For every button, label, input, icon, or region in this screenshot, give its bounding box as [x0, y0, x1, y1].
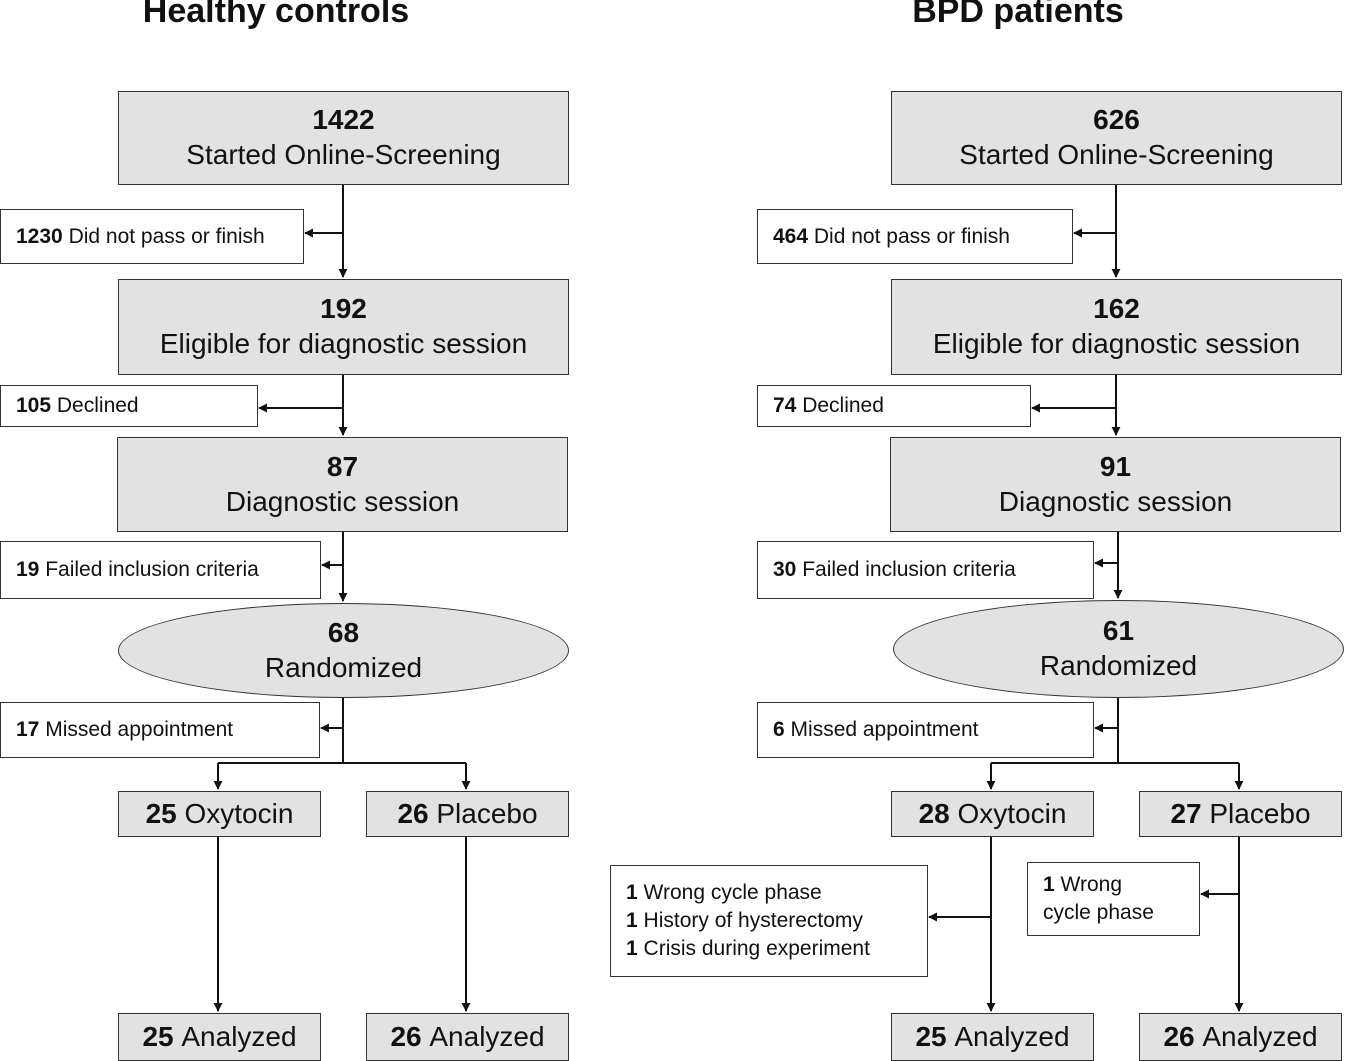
left-failed-label: Failed inclusion criteria: [45, 558, 259, 581]
right-diagnostic-label: Diagnostic session: [998, 485, 1233, 517]
right-randomized-ellipse: 61 Randomized: [893, 600, 1344, 698]
left-eligible-label: Eligible for diagnostic session: [159, 328, 528, 359]
left-missed-label: Missed appointment: [45, 718, 234, 741]
left-declined-label: Declined: [56, 394, 139, 417]
right-column-title: BPD patients: [912, 0, 1124, 30]
right-oxytocin-count: 28: [918, 798, 950, 829]
left-placebo-box: 26 Placebo: [366, 791, 569, 837]
right-eligible-count: 162: [1093, 293, 1140, 324]
left-analyzed-oxytocin-label: Analyzed: [181, 1021, 297, 1052]
left-screening-count: 1422: [312, 104, 375, 135]
right-analyzed-placebo-label: Analyzed: [1202, 1021, 1318, 1052]
right-declined-box: 74 Declined: [757, 385, 1031, 427]
left-analyzed-placebo-box: 26 Analyzed: [366, 1013, 569, 1061]
left-placebo-label: Placebo: [436, 798, 538, 829]
left-randomized-label: Randomized: [264, 651, 423, 683]
right-failed-box: 30 Failed inclusion criteria: [757, 541, 1094, 599]
left-oxytocin-count: 25: [145, 798, 177, 829]
right-placebo-box: 27 Placebo: [1139, 791, 1342, 837]
right-analyzed-placebo-count: 26: [1163, 1021, 1195, 1052]
left-screening-label: Started Online-Screening: [186, 139, 501, 170]
right-declined-label: Declined: [802, 394, 884, 417]
left-randomized-count: 68: [327, 616, 360, 648]
left-randomized-ellipse: 68 Randomized: [118, 603, 569, 698]
left-analyzed-placebo-count: 26: [390, 1021, 422, 1052]
right-analyzed-oxytocin-count: 25: [915, 1021, 947, 1052]
right-oxytocin-exclusion-item: 1 Crisis during experiment: [626, 937, 870, 960]
right-oxytocin-box: 28 Oxytocin: [891, 791, 1094, 837]
right-eligible-box: 162 Eligible for diagnostic session: [891, 279, 1342, 375]
left-excl-screen-count: 1230: [16, 224, 63, 248]
right-failed-label: Failed inclusion criteria: [802, 558, 1016, 581]
right-oxytocin-exclusion-item: 1 Wrong cycle phase: [626, 881, 822, 904]
left-eligible-count: 192: [320, 293, 367, 324]
right-screening-label: Started Online-Screening: [959, 139, 1274, 170]
left-declined-box: 105 Declined: [0, 385, 258, 427]
left-diagnostic-label: Diagnostic session: [225, 485, 460, 517]
left-oxytocin-box: 25 Oxytocin: [118, 791, 321, 837]
left-screening-box: 1422 Started Online-Screening: [118, 91, 569, 185]
right-placebo-exclusion-line2: cycle phase: [1043, 901, 1154, 924]
right-missed-count: 6: [773, 718, 785, 741]
left-eligible-box: 192 Eligible for diagnostic session: [118, 279, 569, 375]
left-analyzed-oxytocin-count: 25: [142, 1021, 174, 1052]
left-analyzed-oxytocin-box: 25 Analyzed: [118, 1013, 321, 1061]
left-diagnostic-count: 87: [326, 450, 359, 482]
left-missed-count: 17: [16, 718, 40, 741]
right-placebo-exclusions-box: 1 Wrong cycle phase: [1027, 862, 1200, 936]
right-oxytocin-exclusions-box: 1 Wrong cycle phase 1 History of hystere…: [610, 865, 928, 977]
left-diagnostic-box: 87 Diagnostic session: [117, 437, 568, 532]
left-missed-box: 17 Missed appointment: [0, 702, 320, 758]
left-analyzed-placebo-label: Analyzed: [429, 1021, 545, 1052]
right-placebo-count: 27: [1170, 798, 1202, 829]
right-analyzed-oxytocin-box: 25 Analyzed: [891, 1013, 1094, 1061]
right-diagnostic-box: 91 Diagnostic session: [890, 437, 1341, 532]
right-oxytocin-exclusion-item: 1 History of hysterectomy: [626, 909, 863, 932]
left-excl-screen-box: 1230 Did not pass or finish: [0, 209, 304, 264]
right-randomized-count: 61: [1102, 615, 1135, 646]
right-analyzed-placebo-box: 26 Analyzed: [1139, 1013, 1342, 1061]
left-declined-count: 105: [16, 394, 52, 417]
right-randomized-label: Randomized: [1039, 650, 1198, 681]
right-failed-count: 30: [773, 558, 797, 581]
left-column-title: Healthy controls: [142, 0, 410, 30]
right-excl-screen-label: Did not pass or finish: [813, 224, 1010, 248]
left-failed-count: 19: [16, 558, 40, 581]
right-eligible-label: Eligible for diagnostic session: [932, 328, 1301, 359]
right-oxytocin-label: Oxytocin: [957, 798, 1067, 829]
right-screening-box: 626 Started Online-Screening: [891, 91, 1342, 185]
right-missed-label: Missed appointment: [790, 718, 979, 741]
right-analyzed-oxytocin-label: Analyzed: [954, 1021, 1070, 1052]
right-screening-count: 626: [1093, 104, 1140, 135]
right-diagnostic-count: 91: [1099, 450, 1132, 482]
right-missed-box: 6 Missed appointment: [757, 702, 1094, 758]
right-excl-screen-count: 464: [773, 224, 809, 248]
left-placebo-count: 26: [397, 798, 429, 829]
right-excl-screen-box: 464 Did not pass or finish: [757, 209, 1073, 264]
left-oxytocin-label: Oxytocin: [184, 798, 294, 829]
right-placebo-label: Placebo: [1209, 798, 1311, 829]
right-placebo-exclusion-line1: 1 Wrong: [1043, 873, 1123, 896]
left-failed-box: 19 Failed inclusion criteria: [0, 541, 321, 599]
right-declined-count: 74: [773, 394, 797, 417]
left-excl-screen-label: Did not pass or finish: [68, 224, 265, 248]
